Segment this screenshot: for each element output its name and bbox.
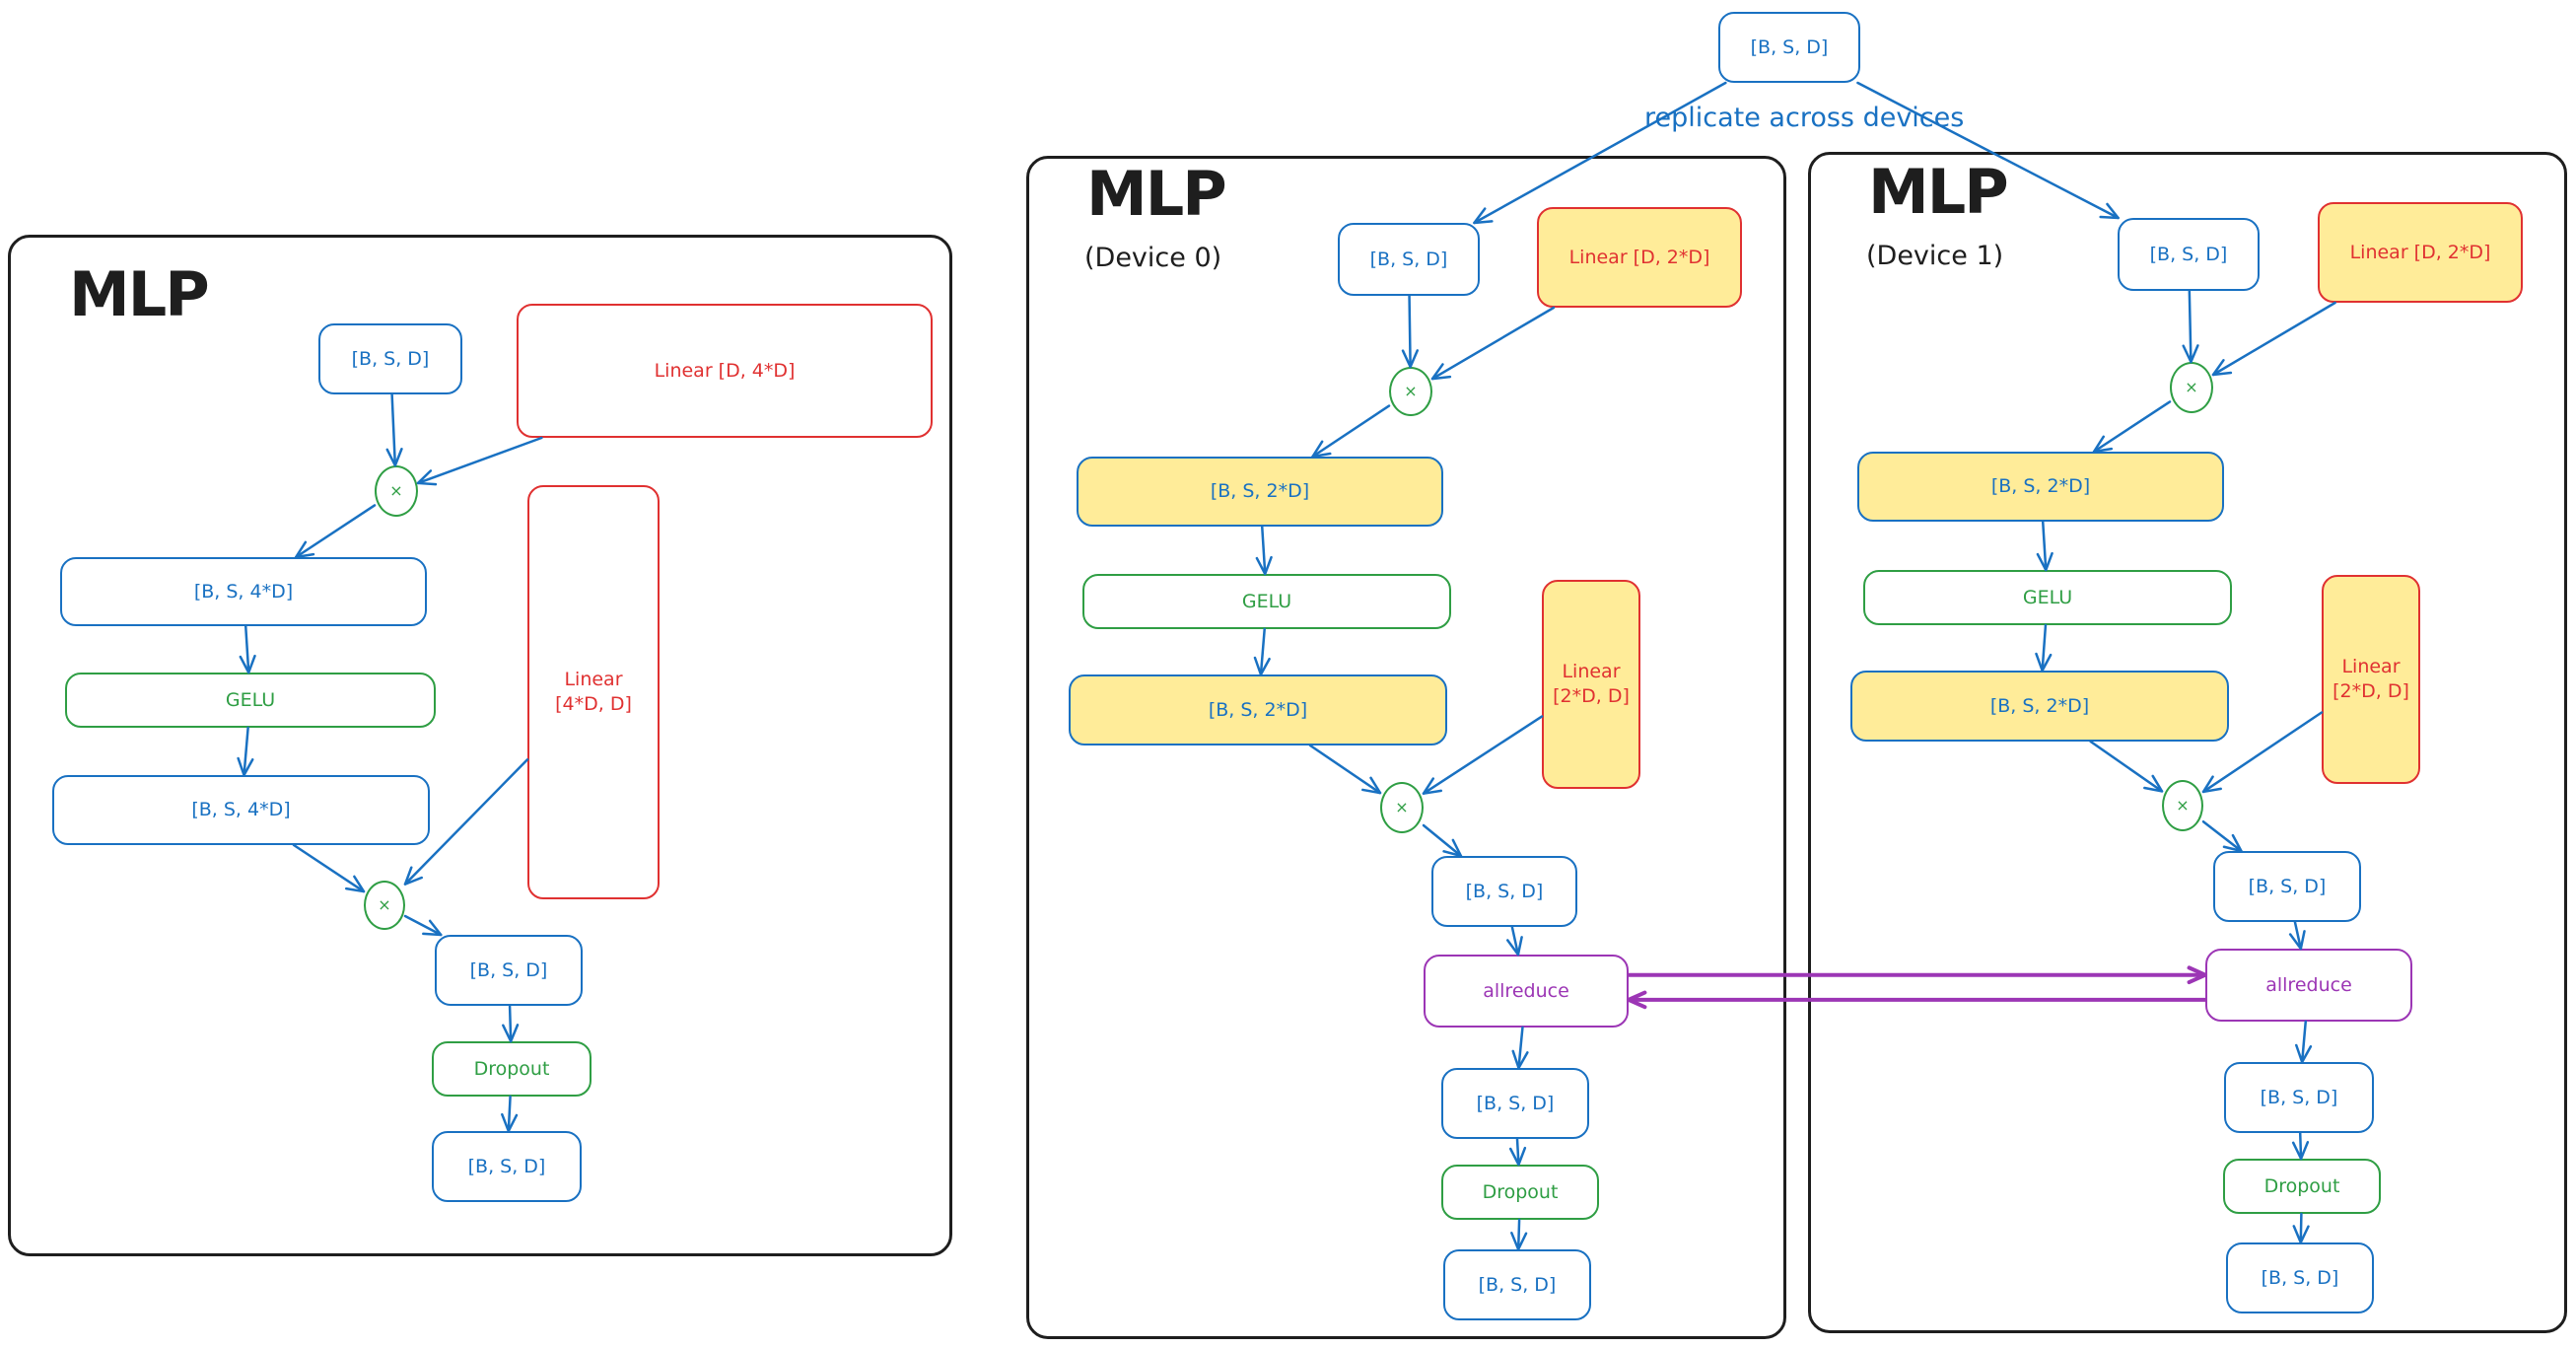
- multiply-op-node[interactable]: ×: [375, 465, 418, 517]
- partial-sum-tensor-node[interactable]: [B, S, D]: [2213, 851, 2361, 922]
- linear-weight-shard-node[interactable]: Linear [D, 2*D]: [2318, 202, 2523, 303]
- linear-weight-shard-node[interactable]: Linear [2*D, D]: [2322, 575, 2420, 784]
- replicate-label: replicate across devices: [1644, 103, 1965, 133]
- input-tensor-node[interactable]: [B, S, D]: [1718, 12, 1860, 83]
- hidden-tensor-shard-node[interactable]: [B, S, 2*D]: [1850, 671, 2229, 742]
- gelu-op-node[interactable]: GELU: [1082, 574, 1451, 629]
- hidden-tensor-node[interactable]: [B, S, 4*D]: [60, 557, 427, 626]
- input-tensor-node[interactable]: [B, S, D]: [2118, 218, 2260, 291]
- dropout-op-node[interactable]: Dropout: [2223, 1159, 2381, 1214]
- multiply-op-node[interactable]: ×: [1380, 782, 1424, 833]
- linear-weight-shard-node[interactable]: Linear [2*D, D]: [1542, 580, 1640, 789]
- frame-title: MLP: [1086, 158, 1227, 230]
- multiply-op-node[interactable]: ×: [364, 881, 405, 930]
- dropout-op-node[interactable]: Dropout: [432, 1041, 592, 1097]
- linear-weight-node[interactable]: Linear [D, 4*D]: [517, 304, 933, 438]
- partial-sum-tensor-node[interactable]: [B, S, D]: [1431, 856, 1577, 927]
- frame-subtitle: (Device 1): [1866, 241, 2004, 271]
- hidden-tensor-shard-node[interactable]: [B, S, 2*D]: [1077, 457, 1443, 527]
- frame-title: MLP: [69, 258, 210, 330]
- multiply-op-node[interactable]: ×: [1389, 367, 1432, 416]
- output-tensor-node[interactable]: [B, S, D]: [1441, 1068, 1589, 1139]
- allreduce-op-node[interactable]: allreduce: [1424, 955, 1629, 1028]
- output-tensor-node[interactable]: [B, S, D]: [1443, 1249, 1591, 1320]
- mlp-frame-device-0: [1026, 156, 1786, 1339]
- output-tensor-node[interactable]: [B, S, D]: [432, 1131, 582, 1202]
- input-tensor-node[interactable]: [B, S, D]: [1338, 223, 1480, 296]
- multiply-op-node[interactable]: ×: [2162, 780, 2203, 831]
- frame-title: MLP: [1868, 156, 2009, 228]
- hidden-tensor-shard-node[interactable]: [B, S, 2*D]: [1857, 452, 2224, 522]
- gelu-op-node[interactable]: GELU: [1863, 570, 2232, 625]
- output-tensor-node[interactable]: [B, S, D]: [2226, 1242, 2374, 1313]
- gelu-op-node[interactable]: GELU: [65, 673, 436, 728]
- input-tensor-node[interactable]: [B, S, D]: [318, 323, 462, 394]
- allreduce-op-node[interactable]: allreduce: [2205, 949, 2412, 1022]
- linear-weight-node[interactable]: Linear [4*D, D]: [527, 485, 660, 899]
- frame-subtitle: (Device 0): [1084, 243, 1222, 273]
- mlp-frame-single: [8, 235, 952, 1256]
- dropout-op-node[interactable]: Dropout: [1441, 1165, 1599, 1220]
- output-tensor-node[interactable]: [B, S, D]: [2224, 1062, 2374, 1133]
- hidden-tensor-node[interactable]: [B, S, 4*D]: [52, 775, 430, 845]
- linear-weight-shard-node[interactable]: Linear [D, 2*D]: [1537, 207, 1742, 308]
- mlp-frame-device-1: [1808, 152, 2567, 1333]
- multiply-op-node[interactable]: ×: [2170, 362, 2213, 413]
- output-tensor-node[interactable]: [B, S, D]: [435, 935, 583, 1006]
- hidden-tensor-shard-node[interactable]: [B, S, 2*D]: [1069, 674, 1447, 745]
